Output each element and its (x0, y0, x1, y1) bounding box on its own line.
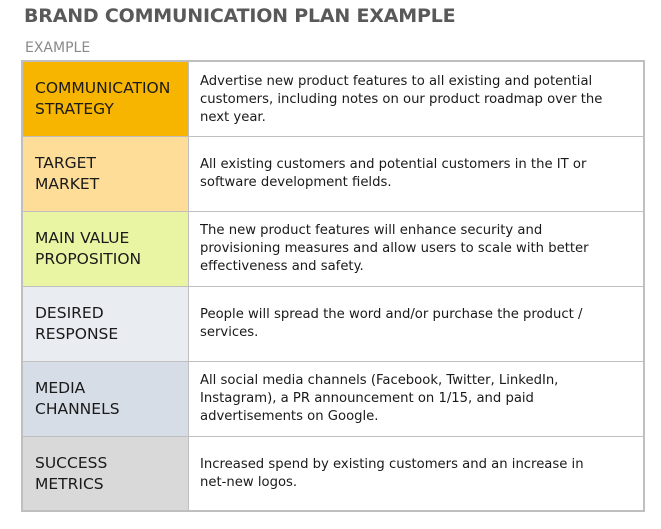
row-value: The new product features will enhance se… (200, 223, 589, 274)
row-value: People will spread the word and/or purch… (200, 307, 583, 340)
row-value: All existing customers and potential cus… (200, 157, 587, 190)
row-label: TARGET MARKET (23, 137, 189, 211)
table-row-main-value-proposition: MAIN VALUE PROPOSITION The new product f… (23, 212, 643, 287)
row-label: COMMUNICATION STRATEGY (23, 62, 189, 136)
table-row-media-channels: MEDIA CHANNELS All social media channels… (23, 362, 643, 437)
row-label: MEDIA CHANNELS (23, 362, 189, 436)
table-row-desired-response: DESIRED RESPONSE People will spread the … (23, 287, 643, 362)
row-label: MAIN VALUE PROPOSITION (23, 212, 189, 286)
row-label: DESIRED RESPONSE (23, 287, 189, 361)
table-row-target-market: TARGET MARKET All existing customers and… (23, 137, 643, 212)
row-value: Increased spend by existing customers an… (200, 456, 584, 490)
table-row-communication-strategy: COMMUNICATION STRATEGY Advertise new pro… (23, 62, 643, 137)
table-row-success-metrics: SUCCESS METRICS Increased spend by exist… (23, 437, 643, 510)
communication-plan-table: COMMUNICATION STRATEGY Advertise new pro… (21, 60, 645, 512)
page-title: BRAND COMMUNICATION PLAN EXAMPLE (24, 5, 456, 27)
row-value: Advertise new product features to all ex… (200, 74, 603, 125)
row-label: SUCCESS METRICS (23, 437, 189, 510)
page-subtitle: EXAMPLE (25, 40, 91, 56)
row-value: All social media channels (Facebook, Twi… (200, 373, 559, 424)
